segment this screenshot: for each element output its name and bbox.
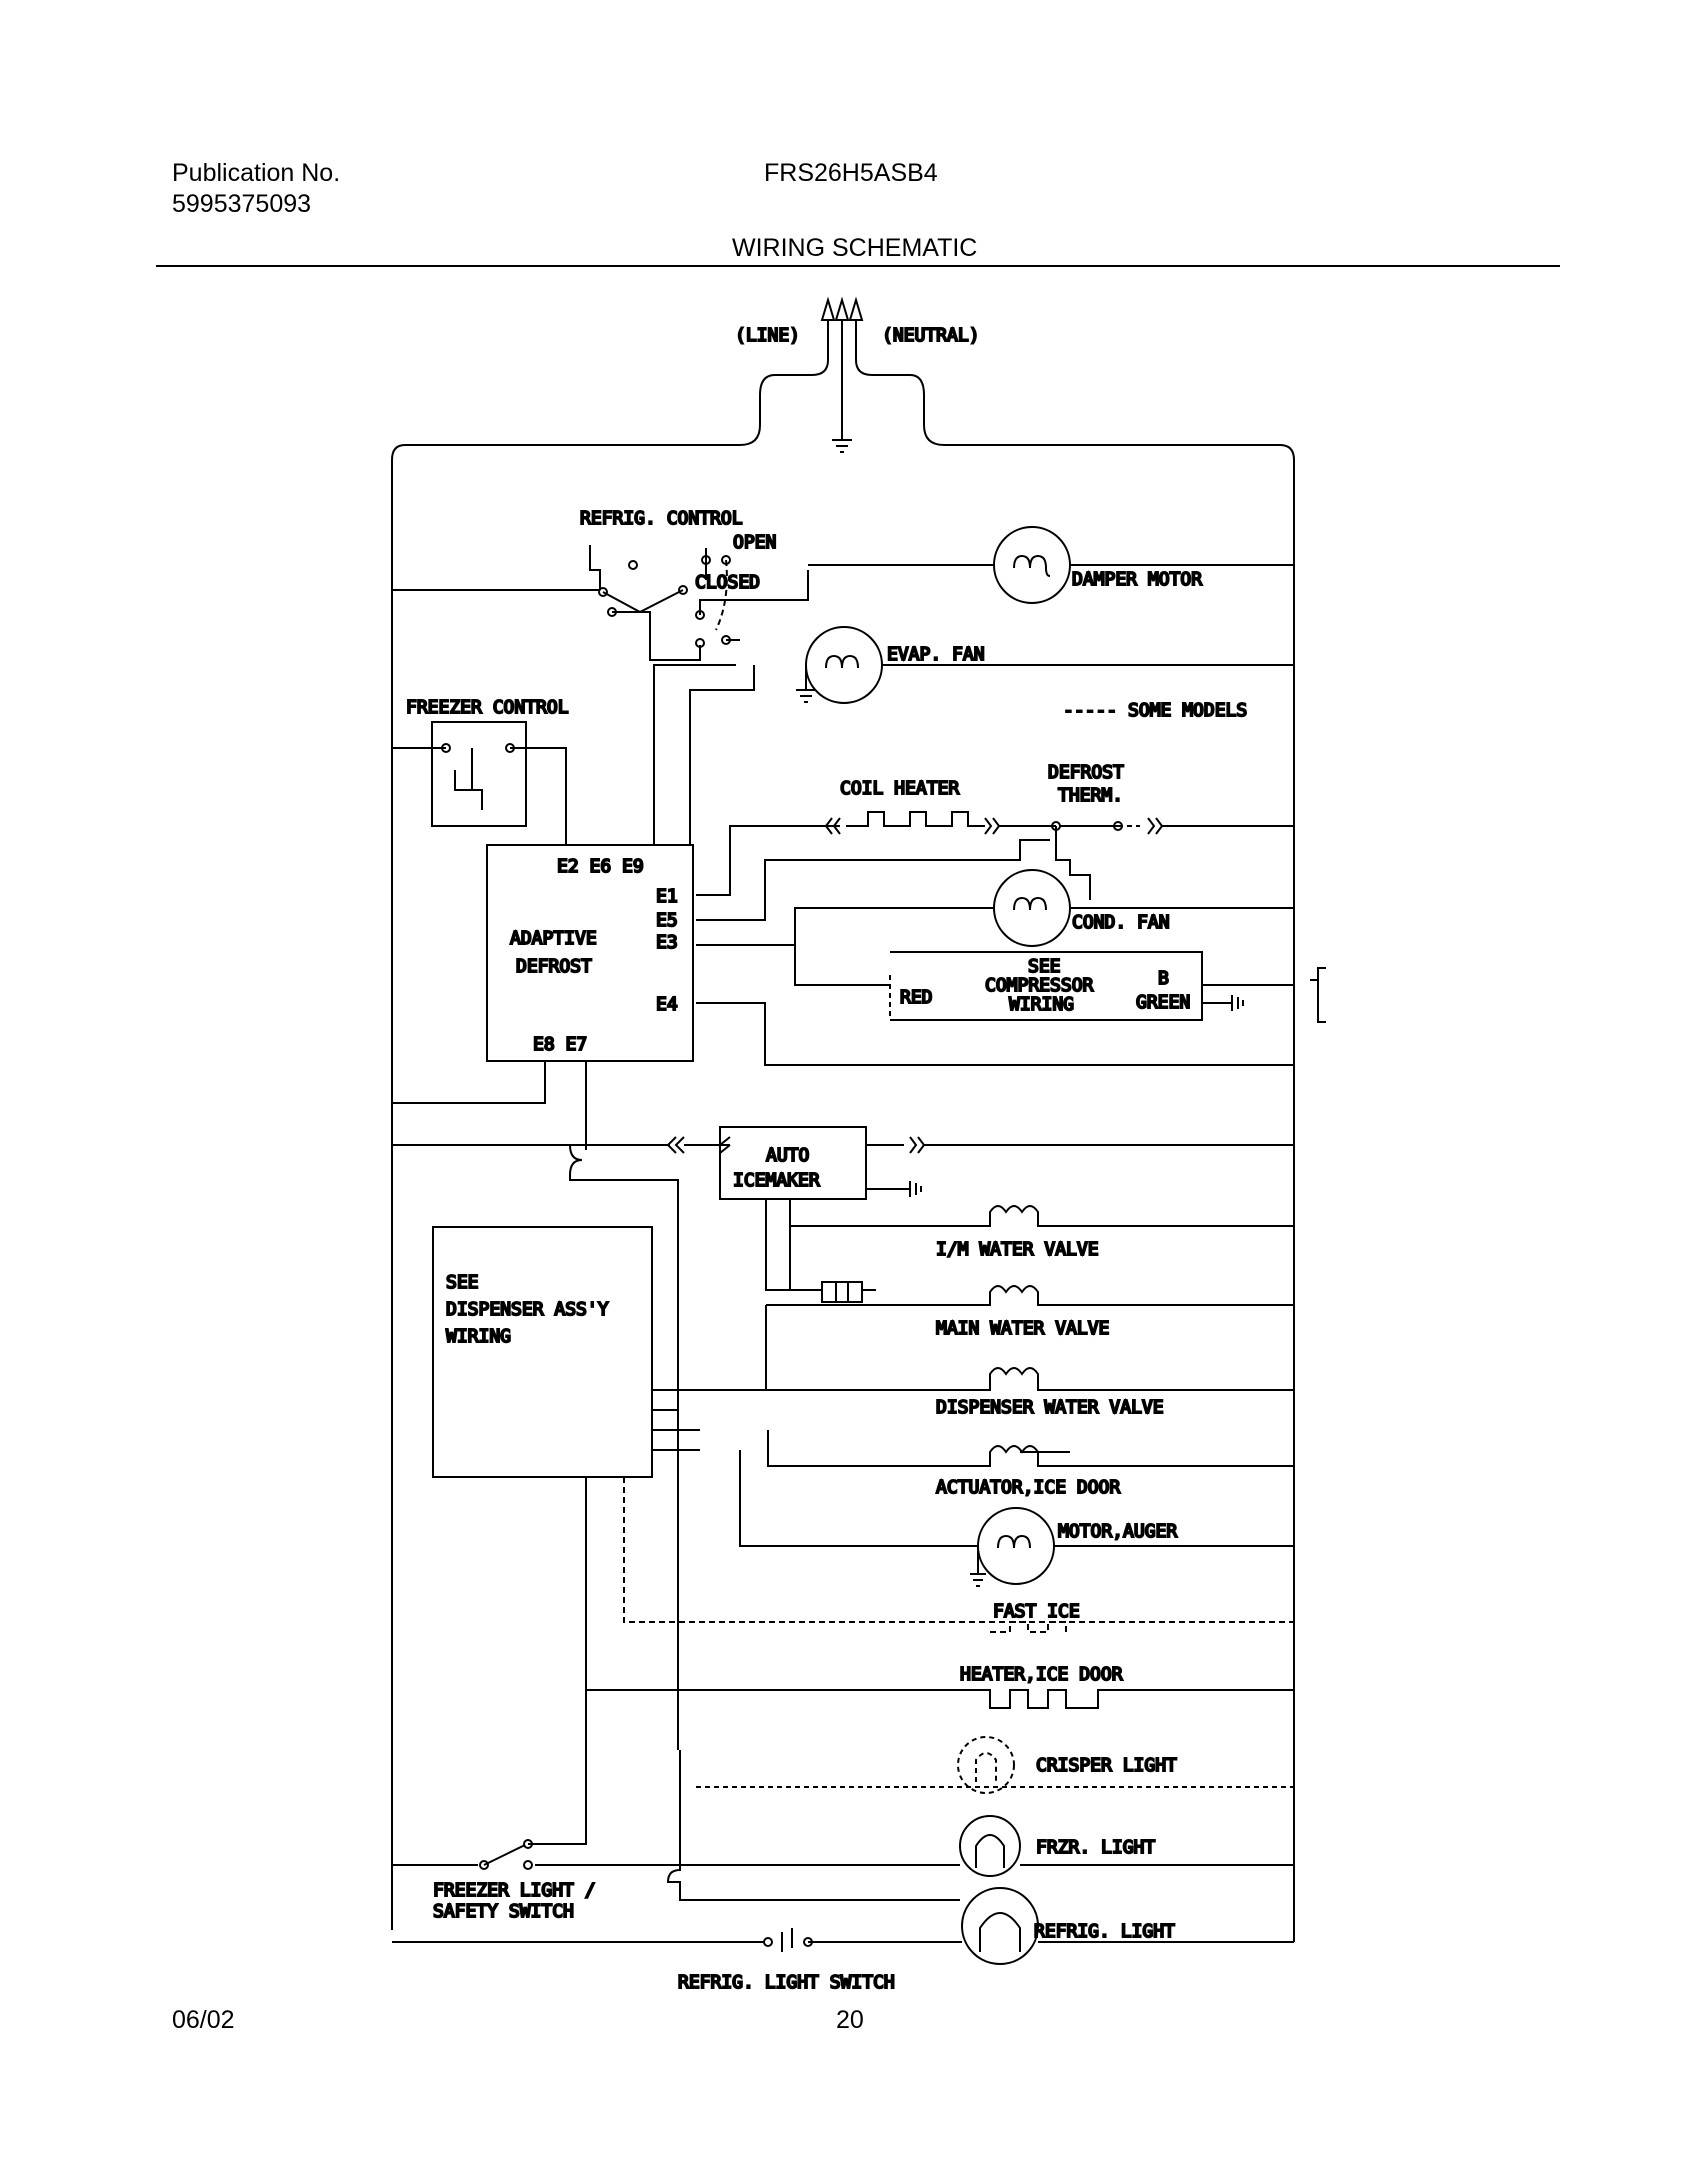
adaptive-label: ADAPTIVE <box>510 928 597 949</box>
defrost-label: DEFROST <box>1048 762 1124 783</box>
dispenser-wiring-label: WIRING <box>446 1326 511 1347</box>
refrig-light-switch-label: REFRIG. LIGHT SWITCH <box>678 1972 895 1993</box>
im-water-valve <box>789 1205 1294 1290</box>
see-label: SEE <box>1028 956 1061 977</box>
fast-ice-label: FAST ICE <box>993 1601 1080 1622</box>
dispenser-see-label: SEE <box>446 1272 479 1293</box>
auto-icemaker <box>719 1126 1294 1291</box>
footer-date: 06/02 <box>172 2006 235 2034</box>
refrig-light <box>392 1887 1294 1965</box>
green-label: GREEN <box>1136 992 1190 1013</box>
im-water-valve-label: I/M WATER VALVE <box>936 1239 1099 1260</box>
line-label: (LINE) <box>735 325 800 346</box>
page-title: WIRING SCHEMATIC <box>732 234 978 262</box>
heater-ice-door <box>585 1477 1294 1709</box>
frzr-light <box>392 1750 1294 1901</box>
some-models-label: ----- SOME MODELS <box>1063 700 1247 721</box>
connector <box>812 1281 876 1303</box>
freezer-safety-switch <box>479 1477 587 1870</box>
icemaker-label: ICEMAKER <box>733 1170 820 1191</box>
heater-ice-door-label: HEATER,ICE DOOR <box>960 1664 1123 1685</box>
cond-fan-label: COND. FAN <box>1072 912 1170 933</box>
b-label: B <box>1158 968 1169 989</box>
frzr-light-label: FRZR. LIGHT <box>1036 1837 1155 1858</box>
neutral-label: (NEUTRAL) <box>882 325 980 346</box>
crisper-light <box>696 1736 1294 1794</box>
adaptive-defrost-control <box>486 844 694 1062</box>
e5-label: E5 <box>656 910 678 931</box>
damper-motor-label: DAMPER MOTOR <box>1072 569 1202 590</box>
freezer-control <box>392 721 567 845</box>
e1-label: E1 <box>656 886 678 907</box>
main-water-valve-label: MAIN WATER VALVE <box>936 1318 1109 1339</box>
red-label: RED <box>900 987 933 1008</box>
coil-heater <box>696 811 1294 921</box>
e4-label: E4 <box>656 994 678 1015</box>
wiring-label: WIRING <box>1009 994 1074 1015</box>
e-top-label: E2 E6 E9 <box>557 856 644 877</box>
actuator-ice-door-label: ACTUATOR,ICE DOOR <box>936 1477 1120 1498</box>
freezer-light-label: FREEZER LIGHT / <box>433 1880 596 1901</box>
e-bottom-label: E8 E7 <box>533 1034 587 1055</box>
compressor-box <box>696 951 1326 1066</box>
auto-label: AUTO <box>766 1145 809 1166</box>
e3-label: E3 <box>656 932 678 953</box>
fast-ice-heater <box>623 1477 1294 1633</box>
compressor-label: COMPRESSOR <box>985 975 1094 996</box>
actuator-ice-door <box>767 1430 1294 1467</box>
refrig-light-switch <box>763 1928 813 1952</box>
model-number: FRS26H5ASB4 <box>764 159 938 187</box>
evap-fan <box>653 626 1294 845</box>
power-plug <box>391 296 1295 1942</box>
evap-fan-label: EVAP. FAN <box>887 644 985 665</box>
motor-auger <box>739 1450 1294 1587</box>
crisper-light-label: CRISPER LIGHT <box>1036 1755 1177 1776</box>
header-rule <box>156 265 1560 267</box>
dispenser-assy-label: DISPENSER ASS'Y <box>446 1299 609 1320</box>
main-water-valve <box>765 1285 1294 1390</box>
damper-motor <box>993 526 1071 604</box>
refrig-control-label: REFRIG. CONTROL <box>580 508 743 529</box>
left-bus <box>392 1061 731 1750</box>
dispenser-water-valve-label: DISPENSER WATER VALVE <box>936 1397 1164 1418</box>
freezer-control-label: FREEZER CONTROL <box>406 697 569 718</box>
safety-switch-label: SAFETY SWITCH <box>433 1901 574 1922</box>
publication-number: 5995375093 <box>172 190 312 218</box>
refrig-light-label: REFRIG. LIGHT <box>1034 1921 1175 1942</box>
motor-auger-label: MOTOR,AUGER <box>1058 1521 1177 1542</box>
open-label: OPEN <box>733 532 776 553</box>
publication-label: Publication No. <box>172 159 341 187</box>
refrig-control-switch <box>392 545 1294 661</box>
dispenser-water-valve <box>652 1367 1294 1451</box>
cond-fan <box>696 869 1294 986</box>
coil-heater-label: COIL HEATER <box>840 778 959 799</box>
page-number: 20 <box>836 2006 864 2034</box>
defrost-ctl-label: DEFROST <box>516 956 592 977</box>
therm-label: THERM. <box>1058 785 1123 806</box>
dispenser-box <box>432 1226 653 1478</box>
